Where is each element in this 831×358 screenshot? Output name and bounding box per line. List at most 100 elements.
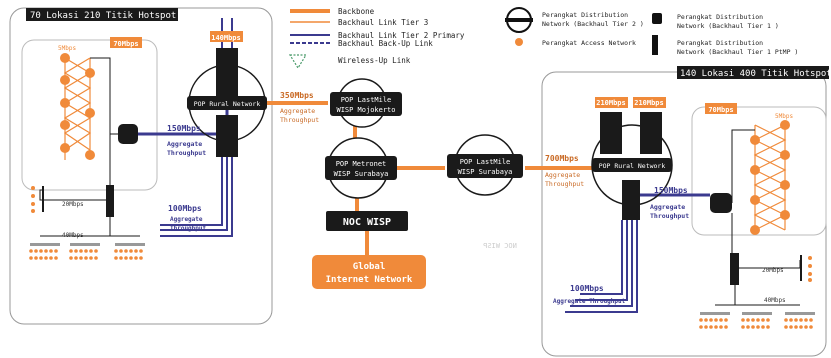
cpe-dot [746, 325, 750, 329]
left-region-title-bg [26, 8, 178, 21]
spacer [545, 258, 632, 259]
access-node [780, 150, 790, 160]
cpe-dot [54, 256, 58, 260]
cpe-dot [69, 256, 73, 260]
cpe-dot [699, 318, 703, 322]
right-access-box [691, 106, 827, 236]
cpe-dot [809, 325, 813, 329]
pop-rural-left-label: POP Rural Network [194, 100, 261, 108]
label-agg-left: Aggregate [167, 140, 202, 148]
label-thr-350: Throughput [280, 116, 319, 124]
cpe-dot [114, 256, 118, 260]
cpe-dot [124, 249, 128, 253]
cpe-dot [34, 256, 38, 260]
left-tier1-device [118, 124, 138, 144]
legend-tier3: Backhaul Link Tier 3 [338, 18, 428, 27]
pop-metronet-l2: WISP Surabaya [334, 170, 389, 178]
cpe-dot [39, 249, 43, 253]
legend-dist-tier1-l2: Network (Backhaul Tier 1 ) [677, 22, 779, 30]
left-cpe-20 [31, 186, 106, 213]
cpe-dot [746, 318, 750, 322]
pop-lastmile-surabaya-l2: WISP Surabaya [458, 168, 513, 176]
legend-dist-tier2-l1: Perangkat Distribution [542, 11, 628, 19]
dist-tier2-icon-bar [505, 18, 533, 22]
internet-l1: Global [353, 262, 386, 272]
access-node [780, 210, 790, 220]
cpe-dot [49, 249, 53, 253]
label-5-left: 5Mbps [58, 45, 76, 52]
access-node [60, 98, 70, 108]
right-region-title: 140 Lokasi 400 Titik Hotspot [680, 69, 831, 79]
access-node [85, 68, 95, 78]
cpe-dot [714, 318, 718, 322]
cpe-dot [94, 256, 98, 260]
cpe-dot [751, 318, 755, 322]
access-node [780, 120, 790, 130]
pop-lastmile-mojokerto-l2: WISP Mojokerto [336, 106, 395, 114]
cpe-dot [129, 256, 133, 260]
noc-label: NOC WISP [343, 217, 391, 228]
left-cpe-40-links [40, 217, 140, 237]
cpe-dot [704, 325, 708, 329]
access-node [60, 120, 70, 130]
pop-rural-left-bar [187, 96, 267, 110]
cpe-dot [79, 256, 83, 260]
cpe-dot [129, 249, 133, 253]
cpe-dot [84, 256, 88, 260]
access-node [60, 75, 70, 85]
cpe-dot [799, 318, 803, 322]
watermark: NOC WISP [483, 242, 517, 250]
right-tier2-device-b [640, 112, 662, 154]
label-20-right: 20Mbps [762, 267, 784, 274]
legend-dist-ptmp-l2: Network (Backhaul Tier 1 PtMP ) [677, 48, 798, 56]
wireless-icon [288, 54, 308, 70]
right-tier2-device-a [600, 112, 622, 154]
label-70-right: 70Mbps [708, 106, 733, 114]
internet-box [312, 255, 426, 289]
left-cpe-40-groups [30, 243, 145, 246]
legend-dist-tier2-l2: Network (Backhaul Tier 2 ) [542, 20, 644, 28]
access-node [750, 165, 760, 175]
left-access-box [21, 39, 158, 191]
cpe-dot [119, 256, 123, 260]
cpe-dot [809, 318, 813, 322]
label-100-left: 100Mbps [168, 204, 202, 213]
cpe-dot [94, 249, 98, 253]
cpe-dot [714, 325, 718, 329]
legend-backup: Backhaul Back-Up Link [338, 39, 433, 48]
cpe-dot [804, 318, 808, 322]
label-70-left: 70Mbps [113, 40, 138, 48]
label-100-right: 100Mbps [570, 284, 604, 293]
cpe-dot [699, 325, 703, 329]
label-40-right: 40Mbps [764, 297, 786, 304]
access-node [750, 195, 760, 205]
label-agg-thr-right: Aggregate Throughput [553, 298, 626, 305]
access-node [60, 143, 70, 153]
dist-tier1-icon [652, 13, 662, 24]
dist-ptmp-icon [652, 35, 658, 55]
right-cpe-40-links [715, 285, 800, 306]
label-agg-350: Aggregate [280, 107, 315, 115]
label-agg-700: Aggregate [545, 171, 580, 179]
pop-metronet-bar [325, 156, 397, 180]
cpe-dot [724, 325, 728, 329]
cpe-dot [134, 249, 138, 253]
cpe-dot [709, 318, 713, 322]
legend-access: Perangkat Access Network [542, 39, 636, 47]
cpe-dot [766, 318, 770, 322]
cpe-dot [29, 249, 33, 253]
access-node [60, 53, 70, 63]
access-node [85, 108, 95, 118]
access-node [85, 150, 95, 160]
cpe-dot [44, 249, 48, 253]
label-150-left: 150Mbps [167, 124, 201, 133]
cpe-dot [114, 249, 118, 253]
cpe-dot [89, 249, 93, 253]
label-150-right: 150Mbps [654, 186, 688, 195]
legend-tier2: Backhaul Link Tier 2 Primary [338, 31, 465, 40]
cpe-dot [49, 256, 53, 260]
link-tier2-right-100 [565, 220, 638, 313]
right-cpe-dots [699, 318, 813, 329]
left-cpe-dots [29, 249, 143, 260]
